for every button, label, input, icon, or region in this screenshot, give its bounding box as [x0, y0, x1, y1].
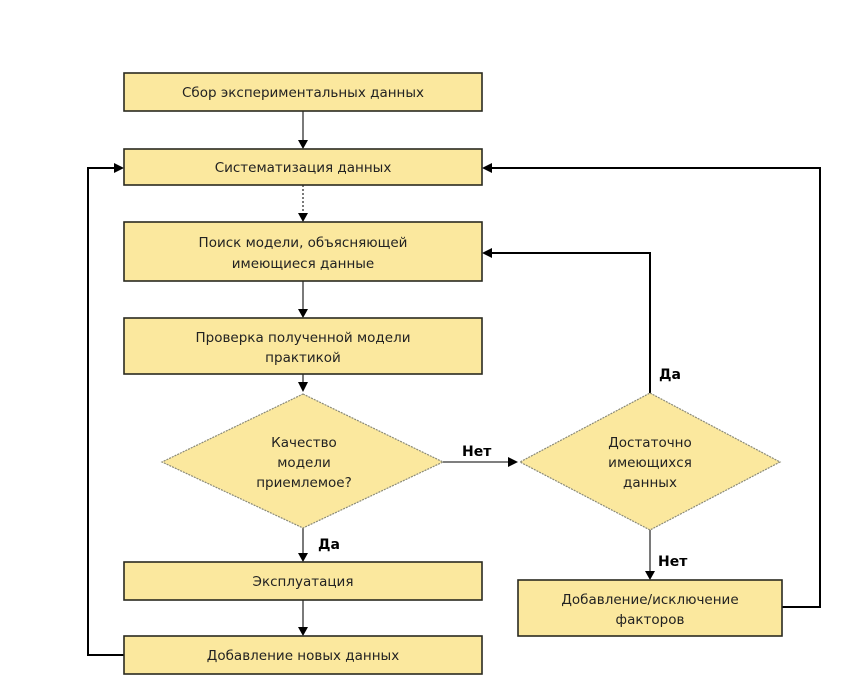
- edge-enough-yes-loop: [490, 252, 651, 393]
- edge-label-quality-yes: Да: [318, 537, 340, 553]
- node-label: имеющихся: [608, 455, 692, 471]
- node-verify-model: Проверка полученной модели практикой: [123, 317, 483, 375]
- node-operation: Эксплуатация: [123, 561, 483, 601]
- node-label: практикой: [265, 350, 341, 366]
- node-label: Поиск модели, объясняющей: [199, 235, 408, 251]
- node-label: Качество: [271, 435, 337, 451]
- node-collect: Сбор экспериментальных данных: [123, 72, 483, 112]
- node-label: Сбор экспериментальных данных: [182, 85, 424, 101]
- arrowhead-icon: [482, 248, 492, 258]
- edge-label-quality-no: Нет: [462, 444, 492, 460]
- arrowhead-icon: [508, 457, 518, 467]
- node-add-remove-factors: Добавление/исключение факторов: [517, 579, 783, 637]
- arrowhead-icon: [114, 163, 124, 173]
- node-search-model: Поиск модели, объясняющей имеющиеся данн…: [123, 221, 483, 282]
- arrowhead-icon: [482, 163, 492, 173]
- node-label: Систематизация данных: [215, 160, 392, 176]
- node-label: данных: [623, 475, 677, 491]
- arrowhead-icon: [298, 309, 308, 318]
- node-add-new-data: Добавление новых данных: [123, 635, 483, 675]
- arrowhead-icon: [645, 571, 655, 580]
- node-label: Добавление/исключение: [561, 592, 738, 608]
- arrowhead-icon: [298, 627, 308, 636]
- decision-enough-data: Достаточно имеющихся данных: [518, 392, 782, 531]
- node-label: Добавление новых данных: [207, 648, 399, 664]
- node-label: Достаточно: [608, 435, 692, 451]
- edge-factors-loop: [490, 167, 821, 608]
- arrowhead-icon: [298, 213, 308, 222]
- edge-add-data-loop: [87, 167, 124, 656]
- connectors: [87, 111, 821, 656]
- arrowhead-icon: [298, 382, 308, 392]
- edge-label-enough-yes: Да: [659, 367, 681, 383]
- arrowhead-icon: [298, 553, 308, 562]
- node-label: модели: [277, 455, 331, 471]
- node-label: имеющиеся данные: [232, 256, 374, 272]
- node-systematize: Систематизация данных: [123, 148, 483, 186]
- arrowhead-icon: [298, 140, 308, 149]
- decision-quality-ok: Качество модели приемлемое?: [160, 393, 445, 529]
- node-label: Эксплуатация: [253, 574, 354, 590]
- edge-label-enough-no: Нет: [658, 554, 688, 570]
- node-label: приемлемое?: [256, 475, 352, 491]
- node-label: факторов: [616, 612, 685, 628]
- node-label: Проверка полученной модели: [196, 330, 411, 346]
